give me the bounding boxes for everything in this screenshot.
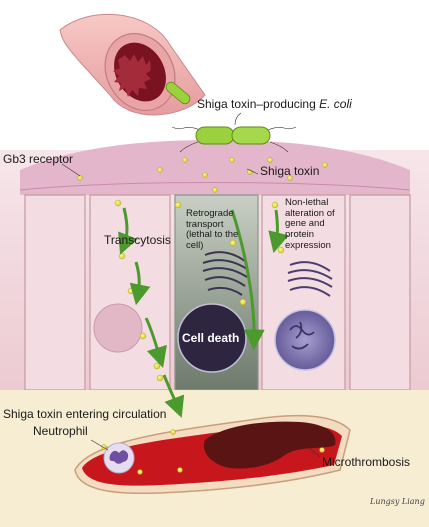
circulation-label: Shiga toxin entering circulation: [3, 407, 167, 421]
ecoli-bacterium: [171, 112, 297, 153]
transcytosis-arrow-1: [118, 207, 138, 255]
shiga-toxin-label: Shiga toxin: [260, 164, 320, 178]
cell-death-label: Cell death: [182, 331, 240, 345]
ecoli-label-species: E. coli: [319, 97, 352, 111]
golgi-dead-cell: [202, 251, 248, 296]
transcytosis-arrow-2: [129, 261, 151, 306]
transcytosis-vesicle: [93, 303, 143, 353]
pathway-arrows: [118, 207, 289, 418]
retrograde-arrow: [230, 209, 265, 351]
leader-lines: [61, 163, 321, 458]
neutrophil-cell: [103, 442, 135, 474]
retrograde-transport-label: Retrograde transport (lethal to the cell…: [186, 208, 239, 251]
bacterium-falling: [165, 81, 191, 105]
ecoli-label: Shiga toxin–producing E. coli: [197, 97, 352, 111]
microthrombosis-label: Microthrombosis: [322, 455, 411, 469]
brush-border: [19, 140, 411, 195]
microthrombus: [203, 421, 336, 469]
transcytosis-label: Transcytosis: [104, 233, 171, 247]
nucleus-healthy-cell: [274, 309, 336, 371]
nonlethal-alteration-label: Non-lethal alteration of gene and protei…: [285, 197, 335, 251]
circulation-arrow: [162, 374, 185, 418]
ecoli-label-text: Shiga toxin–producing: [197, 97, 320, 111]
neutrophil-label: Neutrophil: [33, 424, 88, 438]
artist-signature: Lungsy Liang: [370, 497, 425, 506]
gb3-receptor-label: Gb3 receptor: [3, 152, 74, 166]
transcytosis-arrow-3: [144, 317, 167, 369]
intestine-tube: [59, 13, 206, 116]
nonlethal-arrow: [268, 209, 289, 254]
golgi-healthy-cell: [287, 261, 333, 297]
